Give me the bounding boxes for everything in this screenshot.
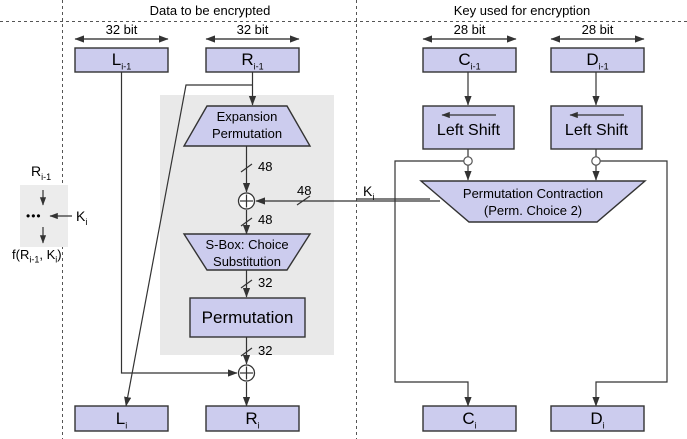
box-r-out (205, 405, 300, 432)
label-d-out: Di (590, 409, 605, 431)
label-sbox: S-Box: Choice Substitution (184, 236, 310, 270)
shape-permutation-contraction (419, 180, 647, 223)
label-r-prev: Ri-1 (241, 50, 264, 72)
box-l-out (74, 405, 169, 432)
legend-key-label: Ki (76, 208, 88, 227)
junction-c (463, 156, 473, 166)
expansion-line-1: Expansion (216, 109, 278, 124)
tick-32-sbox (240, 279, 253, 289)
label-left-shift-2: Left Shift (564, 122, 629, 139)
header-right: Key used for encryption (453, 3, 591, 18)
shape-expansion-permutation (182, 105, 312, 147)
label-l-prev: Li-1 (111, 50, 132, 72)
tick-48-key (296, 195, 311, 206)
box-c-out (422, 405, 517, 432)
bitlabel-l-prev: 32 bit (105, 22, 138, 37)
header-left: Data to be encrypted (149, 3, 271, 18)
box-left-shift-2 (550, 105, 643, 150)
wire-lprev-down (120, 72, 238, 377)
label-expansion-permutation: Expansion Permutation (184, 108, 310, 142)
wire-rprev-branch (124, 84, 253, 407)
label-subkey: Ki (363, 183, 375, 202)
contraction-line-1: Permutation Contraction (462, 186, 604, 201)
label-c-out: Ci (462, 409, 477, 431)
label-left-shift-1: Left Shift (436, 122, 501, 139)
label-permutation-contraction: Permutation Contraction (Perm. Choice 2) (421, 185, 645, 219)
contraction-line-2: (Perm. Choice 2) (483, 203, 583, 218)
label-r-out: Ri (245, 409, 260, 431)
bitlabel-d-prev: 28 bit (581, 22, 614, 37)
width-after-sbox: 32 (258, 275, 273, 290)
label-permutation: Permutation (201, 308, 294, 327)
expansion-line-2: Permutation (211, 126, 283, 141)
tick-32-permutation (240, 347, 253, 357)
legend-output-label: f(Ri-1, Ki) (12, 247, 62, 265)
box-c-prev (422, 47, 517, 73)
label-c-prev: Ci-1 (458, 50, 481, 72)
wire-d-feedback (592, 160, 668, 407)
box-left-shift-1 (422, 105, 515, 150)
sbox-line-2: Substitution (213, 254, 281, 269)
xor-gate-key (237, 192, 256, 210)
label-d-prev: Di-1 (586, 50, 609, 72)
tick-48-xor (240, 217, 253, 227)
label-l-out: Li (115, 409, 128, 431)
junction-d (591, 156, 601, 166)
wire-c-feedback (394, 160, 472, 407)
box-d-prev (550, 47, 645, 73)
bitlabel-r-prev: 32 bit (236, 22, 269, 37)
sbox-line-1: S-Box: Choice (205, 237, 289, 252)
width-after-expansion: 48 (258, 159, 273, 174)
box-d-out (550, 405, 645, 432)
shape-sbox (182, 233, 312, 271)
legend-dots: ••• (26, 209, 42, 223)
width-key-into-xor: 48 (297, 183, 312, 198)
tick-48-expansion (240, 163, 253, 173)
legend-input-label: Ri-1 (31, 163, 52, 182)
bitlabel-c-prev: 28 bit (453, 22, 486, 37)
width-after-permutation: 32 (258, 343, 273, 358)
width-after-xor: 48 (258, 212, 273, 227)
shape-permutation (189, 297, 306, 338)
box-l-prev (74, 47, 169, 73)
xor-gate-output (237, 364, 256, 382)
